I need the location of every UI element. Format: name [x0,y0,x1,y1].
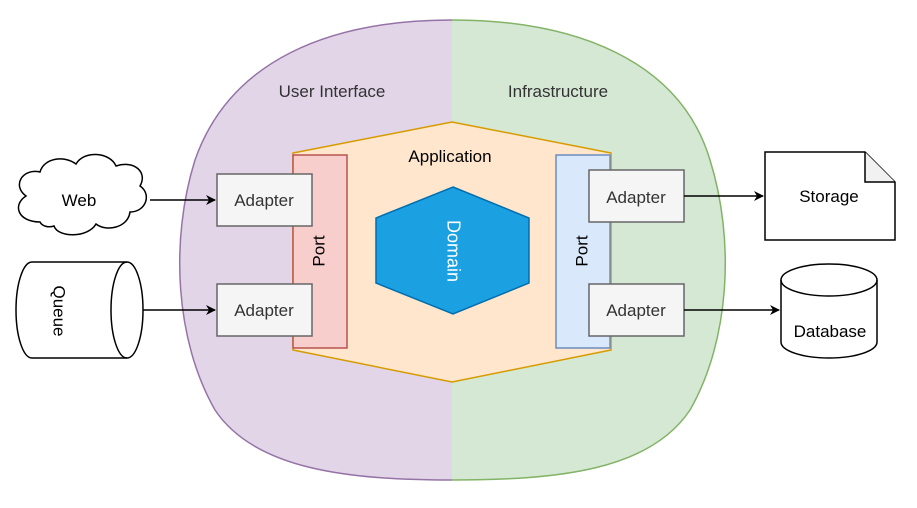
web-cloud-icon [17,153,148,236]
storage-label: Storage [799,187,859,206]
adapter-right-bottom-label: Adapter [606,301,666,320]
domain-hexagon [375,186,530,315]
adapter-right-top-label: Adapter [606,188,666,207]
adapter-left-bottom-label: Adapter [234,301,294,320]
database-cylinder-rim [780,279,878,297]
queue-label: Queue [50,285,69,336]
application-label: Application [408,147,491,166]
adapter-left-top [216,173,313,227]
user-interface-label: User Interface [279,82,386,101]
queue-cylinder-icon [15,261,144,359]
queue-cylinder-rim [110,261,128,359]
domain-label: Domain [443,220,463,282]
adapter-left-bottom [216,283,313,337]
storage-document-fold [864,152,895,183]
database-label: Database [794,322,867,341]
right-port-label: Port [572,235,591,266]
storage-document-icon [764,151,896,241]
infrastructure-label: Infrastructure [508,82,608,101]
adapter-left-top-label: Adapter [234,191,294,210]
database-cylinder-icon [780,263,878,359]
adapter-right-bottom [588,283,685,337]
left-port-label: Port [309,235,328,266]
web-label: Web [62,191,97,210]
